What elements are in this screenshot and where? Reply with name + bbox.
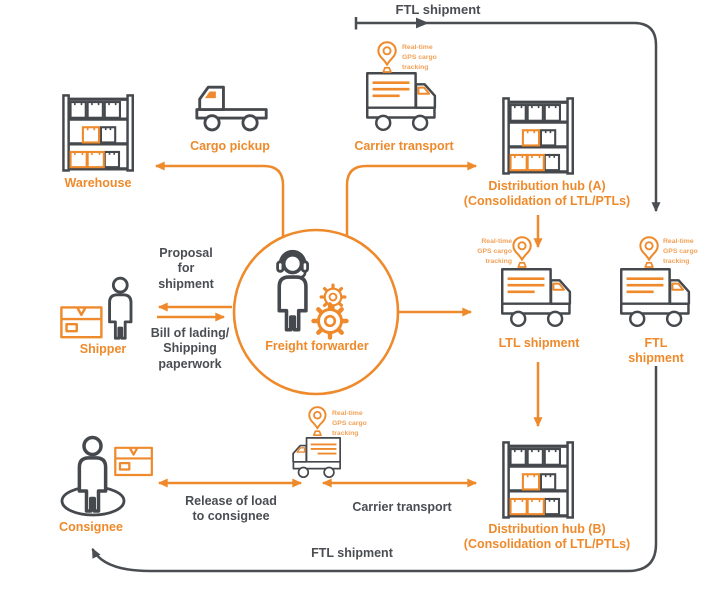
ftl-top-label: FTL shipment (395, 2, 481, 17)
ftl-top-flow-line (354, 17, 661, 213)
carrier-transport-bottom-label: Carrier transport (352, 500, 452, 514)
distribution-hub-a-icon (501, 96, 575, 176)
ftl-truck-icon (619, 267, 691, 328)
gps-note-ftl: Real-time GPS cargo tracking (663, 238, 698, 266)
ltl-shipment-label: LTL shipment (498, 336, 580, 350)
bill-of-lading-label: Bill of lading/ Shipping paperwork (150, 326, 230, 371)
shipper-label: Shipper (79, 342, 127, 356)
gps-pin-icon-bottom (308, 406, 327, 437)
carrier-transport-top-label: Carrier transport (354, 139, 454, 153)
distribution-hub-a-label: Distribution hub (A) (Consolidation of L… (463, 179, 631, 209)
cargo-pickup-label: Cargo pickup (190, 139, 270, 153)
release-of-load-label: Release of load to consignee (185, 494, 277, 524)
gps-pin-icon-top (377, 41, 397, 74)
warehouse-label: Warehouse (64, 176, 132, 190)
proposal-label: Proposal for shipment (158, 246, 214, 291)
ftl-shipment-right-label: FTL shipment (628, 336, 684, 366)
ltl-truck-icon (500, 267, 572, 328)
gps-note-top: Real-time GPS cargo tracking (402, 44, 437, 72)
gps-note-bottom: Real-time GPS cargo tracking (332, 410, 367, 438)
carrier-transport-arrow (345, 161, 478, 236)
distribution-hub-b-icon (501, 440, 575, 520)
gps-note-ltl: Real-time GPS cargo tracking (477, 238, 512, 266)
consignee-label: Consignee (59, 520, 123, 534)
consignee-person-icon (77, 435, 108, 513)
ftl-bottom-flow-line (91, 366, 658, 573)
carrier-truck-icon (365, 71, 437, 132)
cargo-pickup-arrow (154, 161, 285, 237)
ftl-bottom-label: FTL shipment (311, 546, 393, 560)
shipper-person-icon (108, 276, 133, 340)
freight-forwarder-circle (232, 228, 400, 396)
delivery-truck-icon (292, 436, 342, 479)
gps-pin-icon-ftl (639, 236, 659, 269)
distribution-hub-b-label: Distribution hub (B) (Consolidation of L… (463, 522, 631, 552)
freight-forwarder-label: Freight forwarder (265, 339, 369, 353)
gps-pin-icon-ltl (512, 236, 532, 269)
consignee-box-icon (114, 446, 153, 477)
warehouse-icon (61, 93, 135, 173)
cargo-pickup-truck-icon (195, 85, 268, 132)
shipper-box-icon (60, 306, 103, 339)
